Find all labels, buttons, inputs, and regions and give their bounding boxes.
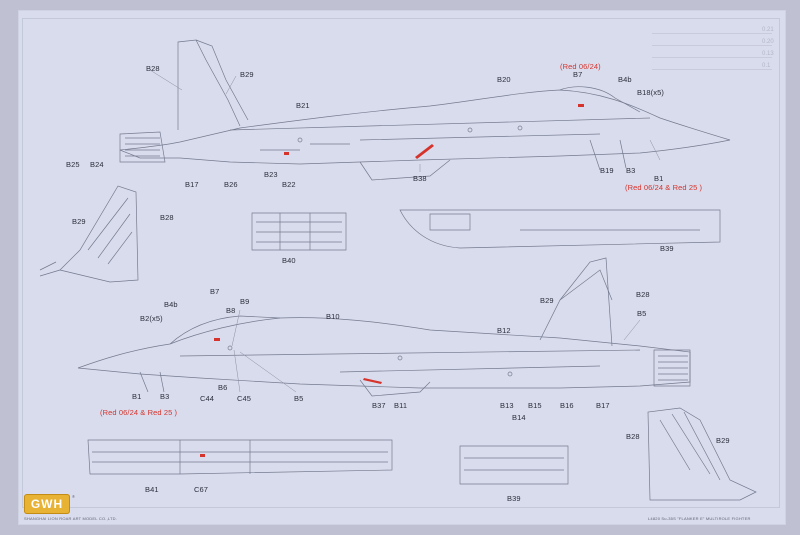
detail-b40 bbox=[251, 212, 347, 251]
label-b19: B19 bbox=[600, 166, 614, 175]
label-b10: B10 bbox=[326, 312, 340, 321]
label-red-0624: (Red 06/24) bbox=[560, 62, 601, 71]
label-b29-lower: B29 bbox=[540, 296, 554, 305]
scale-line bbox=[652, 69, 772, 70]
label-b22: B22 bbox=[282, 180, 296, 189]
scale-line bbox=[652, 33, 772, 34]
lower-profile-view bbox=[77, 257, 691, 397]
detail-b39-top bbox=[399, 209, 721, 249]
label-b1: B1 bbox=[654, 174, 664, 183]
detail-b39-bottom bbox=[459, 445, 569, 485]
registered-mark: ® bbox=[72, 494, 76, 499]
label-b5-lower: B5 bbox=[294, 394, 304, 403]
label-b26: B26 bbox=[224, 180, 238, 189]
fin-view-left bbox=[39, 185, 139, 283]
label-b28: B28 bbox=[146, 64, 160, 73]
label-b18: B18(x5) bbox=[637, 88, 664, 97]
scale-line bbox=[652, 57, 772, 58]
label-b21: B21 bbox=[296, 101, 310, 110]
label-b15: B15 bbox=[528, 401, 542, 410]
label-b7: B7 bbox=[573, 70, 583, 79]
label-b9: B9 bbox=[240, 297, 250, 306]
scale-label: 0.20 bbox=[762, 39, 774, 45]
label-red-0624-25-lower: (Red 06/24 & Red 25 ) bbox=[100, 408, 178, 417]
upper-profile-view bbox=[119, 39, 731, 181]
label-b28-fin-right: B28 bbox=[626, 432, 640, 441]
label-b28-fin: B28 bbox=[160, 213, 174, 222]
label-b23: B23 bbox=[264, 170, 278, 179]
label-b16: B16 bbox=[560, 401, 574, 410]
label-b37: B37 bbox=[372, 401, 386, 410]
label-b29: B29 bbox=[240, 70, 254, 79]
company-name: SHANGHAI LION ROAR ART MODEL CO.,LTD. bbox=[24, 516, 118, 521]
scale-label: 0.1 bbox=[762, 63, 771, 69]
label-b8: B8 bbox=[226, 306, 236, 315]
label-b12: B12 bbox=[497, 326, 511, 335]
label-b17-lower: B17 bbox=[596, 401, 610, 410]
label-b4b-lower: B4b bbox=[164, 300, 178, 309]
label-b3-lower: B3 bbox=[160, 392, 170, 401]
label-b40: B40 bbox=[282, 256, 296, 265]
label-red-0624-25: (Red 06/24 & Red 25 ) bbox=[625, 183, 703, 192]
label-c45: C45 bbox=[237, 394, 252, 403]
label-b28-lower: B28 bbox=[636, 290, 650, 299]
label-b13: B13 bbox=[500, 401, 514, 410]
label-c67: C67 bbox=[194, 485, 209, 494]
label-b7-lower: B7 bbox=[210, 287, 220, 296]
product-name: L4820 Su-35S "FLANKER E" MULTIROLE FIGHT… bbox=[648, 516, 751, 521]
drawing-frame bbox=[22, 18, 780, 508]
scale-line bbox=[652, 45, 772, 46]
label-b6: B6 bbox=[218, 383, 228, 392]
instruction-sheet bbox=[18, 10, 786, 525]
label-b29-fin-right: B29 bbox=[716, 436, 730, 445]
label-b1-lower: B1 bbox=[132, 392, 142, 401]
fin-view-right bbox=[647, 407, 757, 501]
label-b39: B39 bbox=[660, 244, 674, 253]
label-b17: B17 bbox=[185, 180, 199, 189]
label-b39-lower: B39 bbox=[507, 494, 521, 503]
label-b29-fin: B29 bbox=[72, 217, 86, 226]
scale-label: 0.13 bbox=[762, 51, 774, 57]
label-b38: B38 bbox=[413, 174, 427, 183]
label-b4b: B4b bbox=[618, 75, 632, 84]
label-b11: B11 bbox=[394, 401, 408, 410]
detail-b41 bbox=[87, 439, 393, 475]
scale-label: 0.21 bbox=[762, 27, 774, 33]
label-c44: C44 bbox=[200, 394, 215, 403]
gwh-logo: GWH bbox=[24, 494, 70, 514]
label-b14: B14 bbox=[512, 413, 526, 422]
label-b2: B2(x5) bbox=[140, 314, 163, 323]
label-b20: B20 bbox=[497, 75, 511, 84]
label-b24: B24 bbox=[90, 160, 104, 169]
label-b3: B3 bbox=[626, 166, 636, 175]
label-b25: B25 bbox=[66, 160, 80, 169]
label-b5: B5 bbox=[637, 309, 647, 318]
label-b41: B41 bbox=[145, 485, 159, 494]
